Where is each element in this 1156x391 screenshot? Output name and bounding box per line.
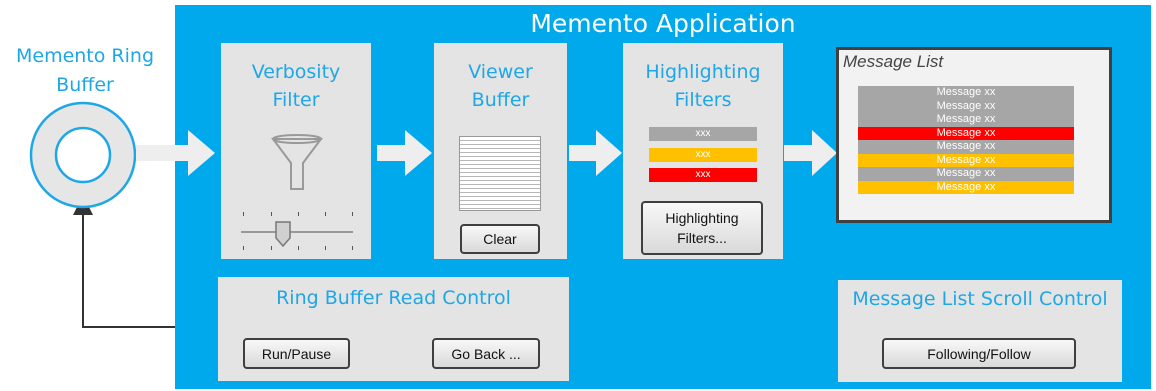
highlight-sample: xxx [649,168,757,182]
highlighting-filters-button-line2: Filters... [677,230,727,246]
slider-track [241,231,353,233]
ring-buffer-read-control-title: Ring Buffer Read Control [276,287,511,309]
message-row[interactable]: Message xx [858,167,1074,181]
ring-buffer-icon [29,101,137,209]
viewer-buffer-title: Viewer Buffer [434,58,567,114]
ring-buffer-label-line1: Memento Ring [15,45,155,67]
message-row[interactable]: Message xx [858,99,1074,113]
slider-thumb[interactable] [274,220,294,248]
flow-arrow-ring-to-verbosity [136,130,215,176]
highlighting-filters-button[interactable]: Highlighting Filters... [641,201,763,255]
highlighting-filters-title-line1: Highlighting [645,61,761,83]
flow-arrow-verbosity-to-buffer [377,130,432,176]
highlighting-filters-title-line2: Filters [674,89,732,111]
funnel-icon [271,134,323,190]
message-list-scroll-control-title: Message List Scroll Control [852,288,1108,310]
verbosity-slider[interactable] [241,208,353,258]
message-list-title: Message List [843,52,944,71]
highlight-sample: xxx [649,148,757,162]
following-follow-button[interactable]: Following/Follow [882,338,1076,369]
verbosity-filter-title-line2: Filter [272,89,320,111]
flow-arrow-buffer-to-highlight [569,130,622,176]
verbosity-filter-title-line1: Verbosity [251,61,341,83]
buffer-lines-icon [459,136,541,211]
message-row[interactable]: Message xx [858,180,1074,194]
highlighting-filters-button-line1: Highlighting [665,210,739,226]
ring-buffer-label: Memento Ring Buffer [0,42,170,100]
verbosity-filter-title: Verbosity Filter [221,58,371,114]
message-row[interactable]: Message xx [858,126,1074,140]
highlighting-filters-title: Highlighting Filters [623,58,783,114]
viewer-buffer-title-line2: Buffer [471,89,530,111]
go-back-button[interactable]: Go Back ... [432,338,540,369]
message-row[interactable]: Message xx [858,153,1074,167]
message-row[interactable]: Message xx [858,140,1074,154]
verbosity-filter-panel: Verbosity Filter [221,43,371,259]
message-row[interactable]: Message xx [858,113,1074,127]
application-title: Memento Application [530,9,796,38]
flow-arrow-highlight-to-list [784,130,837,176]
viewer-buffer-title-line1: Viewer [468,61,533,83]
read-control-to-ring-connector [73,195,218,328]
message-row[interactable]: Message xx [858,86,1074,100]
ring-buffer-label-line2: Buffer [56,74,114,96]
highlight-sample: xxx [649,127,757,141]
run-pause-button[interactable]: Run/Pause [243,338,350,369]
clear-button[interactable]: Clear [460,224,540,254]
